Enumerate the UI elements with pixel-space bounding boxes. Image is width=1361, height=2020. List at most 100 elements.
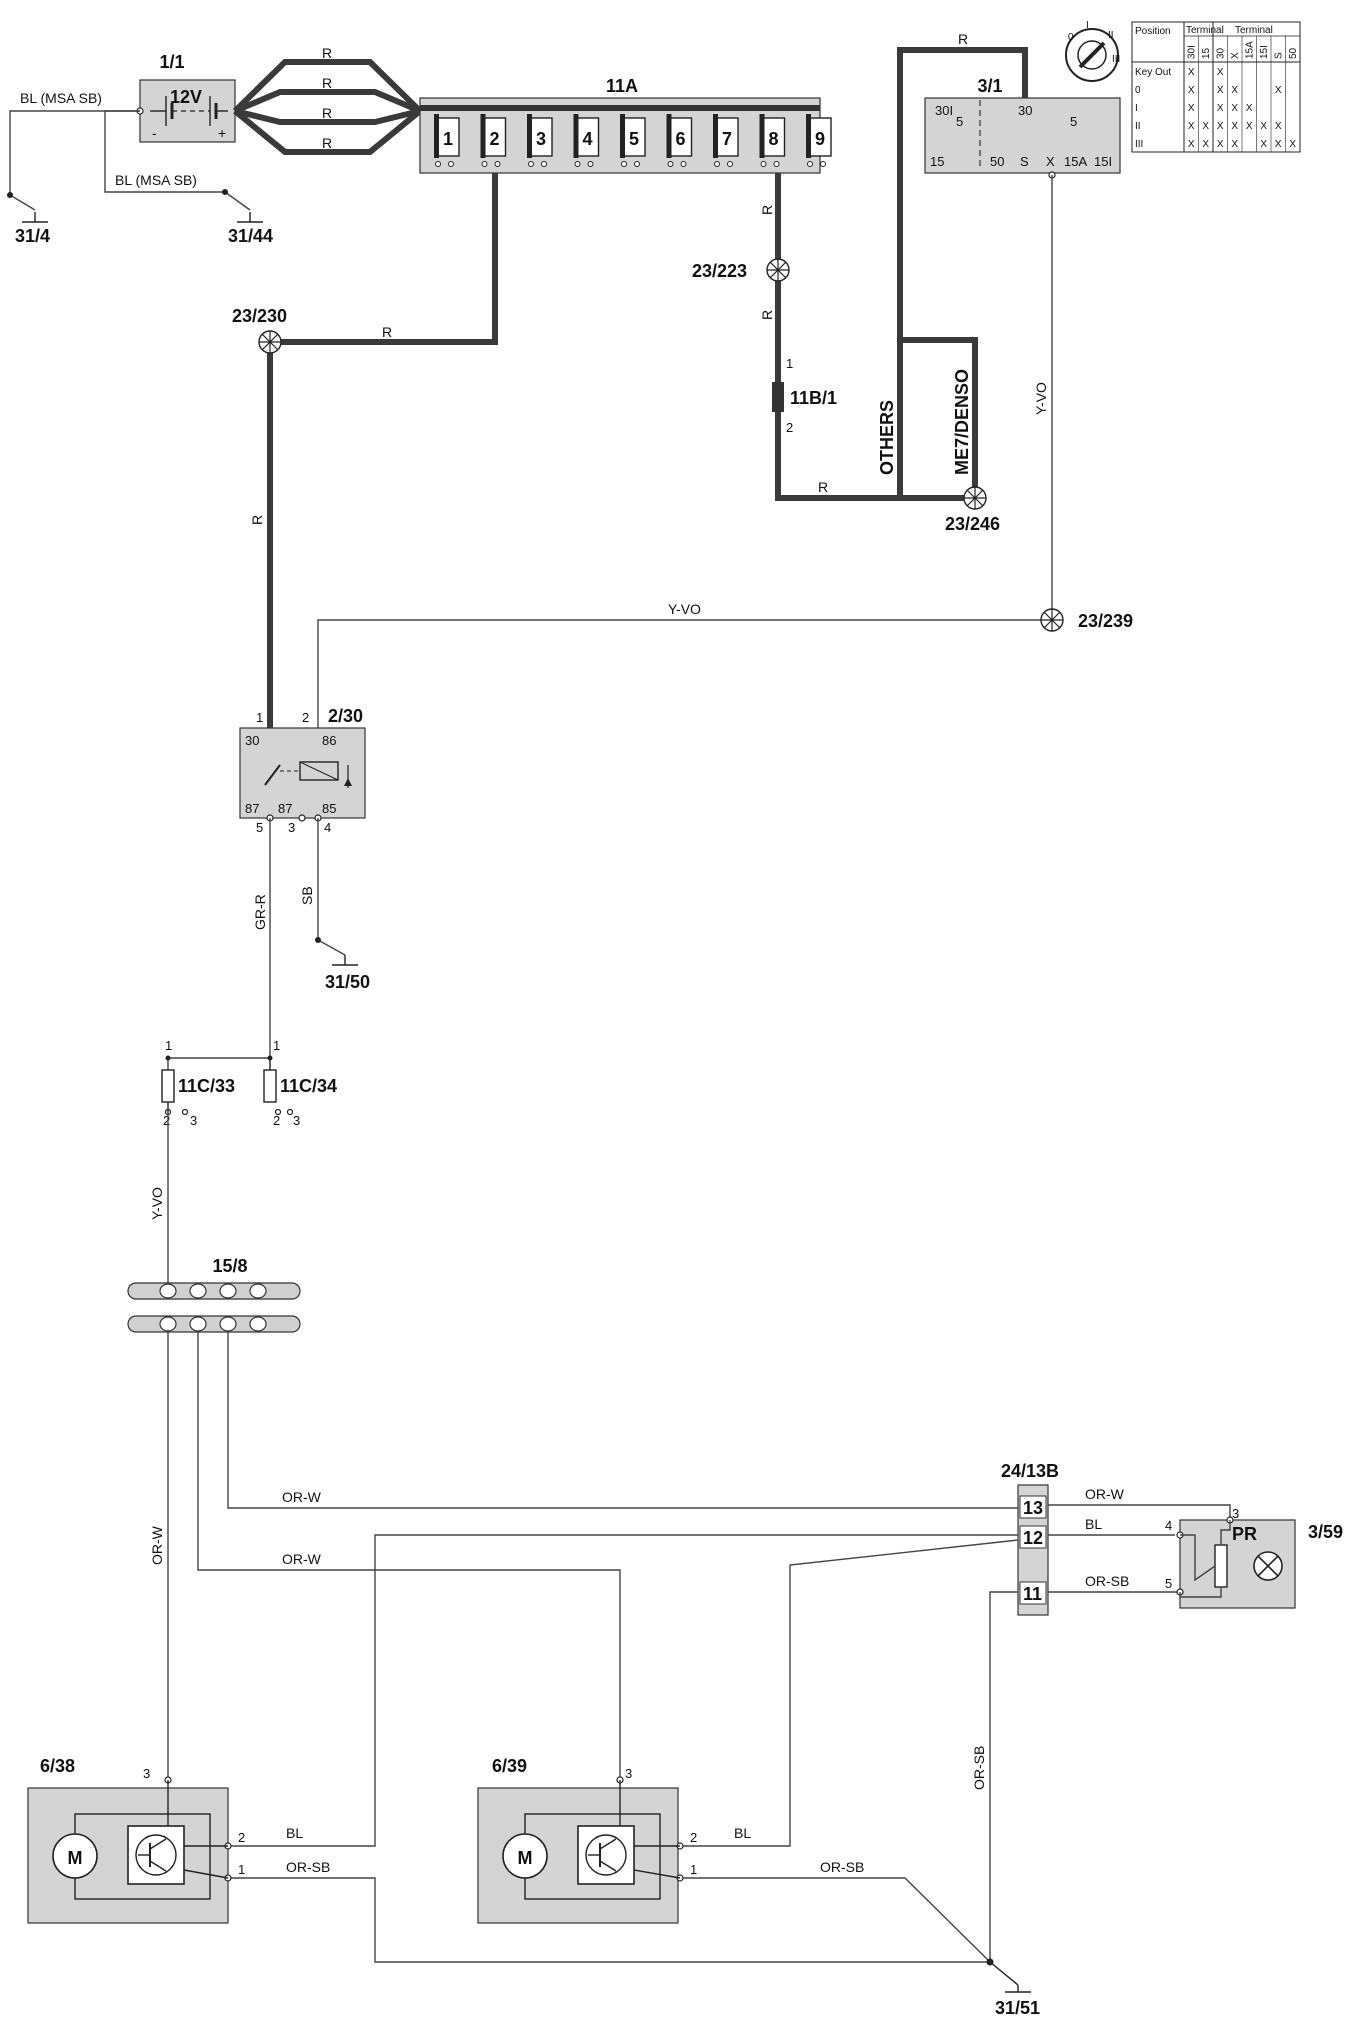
sensor-pin: 4: [1165, 1518, 1172, 1533]
relay-pin: 85: [322, 801, 336, 816]
table-cell-mark: X: [1289, 139, 1296, 150]
table-row-position: Key Out: [1135, 67, 1171, 78]
table-cell-mark: X: [1217, 85, 1224, 96]
fuse-id: 11B/1: [790, 388, 837, 408]
relay-pin-num: 2: [302, 710, 309, 725]
fan-id: 6/38: [40, 1756, 75, 1776]
ground-31-4: 31/4: [15, 212, 50, 246]
ground-label: 31/51: [995, 1998, 1040, 2018]
motor-label: M: [518, 1848, 533, 1868]
wire-label-or-sb: OR-SB: [286, 1859, 330, 1875]
key-pos-label: III: [1112, 54, 1120, 65]
table-cell-mark: X: [1217, 67, 1224, 78]
fan-pin: 1: [238, 1862, 245, 1877]
table-cell-mark: X: [1275, 139, 1282, 150]
fuse-number: 4: [582, 129, 592, 149]
table-cell-mark: X: [1231, 139, 1238, 150]
splice-label: 23/230: [232, 306, 287, 326]
sensor-pin: 5: [1165, 1576, 1172, 1591]
connector-pin: 13: [1023, 1498, 1043, 1518]
svg-text:2: 2: [163, 1113, 170, 1128]
wire-sb-to-ground: SB: [299, 818, 346, 956]
splice-label: 23/223: [692, 261, 747, 281]
table-cell-mark: X: [1275, 85, 1282, 96]
svg-text:1: 1: [273, 1038, 280, 1053]
relay-pin: 86: [322, 733, 336, 748]
fuse-11a-7: 7: [713, 114, 739, 167]
ignition-terminal: S: [1020, 154, 1029, 169]
fuse-11c-33: 1 11C/33 2 3: [161, 1038, 235, 1128]
wire-label-bl: BL: [734, 1825, 751, 1841]
fuse-11a-8: 8: [759, 114, 786, 167]
ignition-terminal: 15A: [1064, 154, 1087, 169]
ignition-terminal: 15I: [1094, 154, 1112, 169]
wire-label-or-w: OR-W: [282, 1551, 322, 1567]
battery-positive-bundle: R R R R: [232, 45, 423, 155]
table-cell-mark: X: [1188, 103, 1195, 114]
table-cell-mark: X: [1246, 121, 1253, 132]
connector-pin: 11: [1023, 1584, 1042, 1604]
connector-15-8: 15/8: [127, 1256, 301, 1333]
ignition-key-icon: 0 I II III: [1065, 20, 1120, 82]
table-cell-mark: X: [1217, 103, 1224, 114]
wire-or-w-fan2: OR-W: [197, 1332, 621, 1780]
fuse-11a-2: 2: [480, 114, 507, 167]
wire-others: R OTHERS: [877, 31, 1028, 498]
table-cell-mark: X: [1188, 121, 1195, 132]
relay-id: 2/30: [328, 706, 363, 726]
table-cell-mark: X: [1231, 103, 1238, 114]
wire-label-or-w: OR-W: [282, 1489, 322, 1505]
svg-text:3: 3: [190, 1113, 197, 1128]
table-cell-mark: X: [1260, 139, 1267, 150]
relay-2-30: 2/30 1 2 30 86 87 87 85 5 3 4: [239, 706, 366, 835]
wire-gr-r: GR-R: [167, 818, 271, 1070]
ignition-terminal: 15: [930, 154, 944, 169]
connector-24-13b: 24/13B 13 12 11: [1001, 1461, 1059, 1616]
fuse-number: 5: [629, 129, 639, 149]
pin-label: 1: [786, 356, 793, 371]
svg-text:1: 1: [165, 1038, 172, 1053]
relay-pin-num: 3: [288, 820, 295, 835]
sensor-label: PR: [1232, 1524, 1257, 1544]
key-pos-label: I: [1086, 20, 1089, 31]
connector-id: 15/8: [212, 1256, 247, 1276]
ignition-switch-3-1: 3/1 30I 30 5 5 15 50 S X 15A 15I: [924, 76, 1121, 179]
fuse-id: 11C/34: [280, 1076, 337, 1096]
battery-id: 1/1: [159, 52, 184, 72]
table-row-position: III: [1135, 139, 1143, 150]
table-col-header: 15I: [1259, 45, 1270, 59]
sensor-id: 3/59: [1308, 1522, 1343, 1542]
table-col-header: X: [1230, 52, 1241, 59]
fuse-id: 11C/33: [178, 1076, 235, 1096]
wire-label-y-vo: Y-VO: [149, 1187, 165, 1220]
ground-label: 31/50: [325, 972, 370, 992]
battery-1-1: 1/1 12V - +: [136, 52, 236, 143]
relay-pin: 87: [278, 801, 292, 816]
sensor-3-59: 3 4 5 PR 3/59: [1165, 1506, 1343, 1609]
ignition-terminal: 30I: [935, 103, 953, 118]
ignition-inner-5: 5: [1070, 114, 1077, 129]
splice-label: 23/246: [945, 514, 1000, 534]
wire-label-bl: BL: [1085, 1516, 1102, 1532]
fan-pin: 1: [690, 1862, 697, 1877]
wire-y-vo-ignition: Y-VO Y-VO: [317, 175, 1053, 728]
fuse-11c-34: 1 11C/34 2 3: [263, 1038, 337, 1128]
relay-pin: 30: [245, 733, 259, 748]
svg-text:2: 2: [273, 1113, 280, 1128]
ground-31-44: 31/44: [228, 212, 273, 246]
fuse-11a-6: 6: [666, 114, 693, 167]
table-col-header: 30: [1215, 47, 1226, 59]
wire-bl-fan2: BL: [680, 1539, 1019, 1847]
table-col-header: S: [1273, 52, 1284, 59]
wire-label-r: R: [818, 479, 828, 495]
relay-pin-num: 1: [256, 710, 263, 725]
wire-label-bl-msa-sb-2: BL (MSA SB): [115, 172, 197, 188]
wire-label-r: R: [759, 205, 775, 215]
wire-or-sb-ground: OR-SB OR-SB OR-SB: [228, 1591, 1019, 1986]
key-pos-label: 0: [1068, 32, 1074, 43]
ignition-terminal: X: [1046, 154, 1055, 169]
wire-me7-denso: ME7/DENSO: [900, 337, 978, 498]
